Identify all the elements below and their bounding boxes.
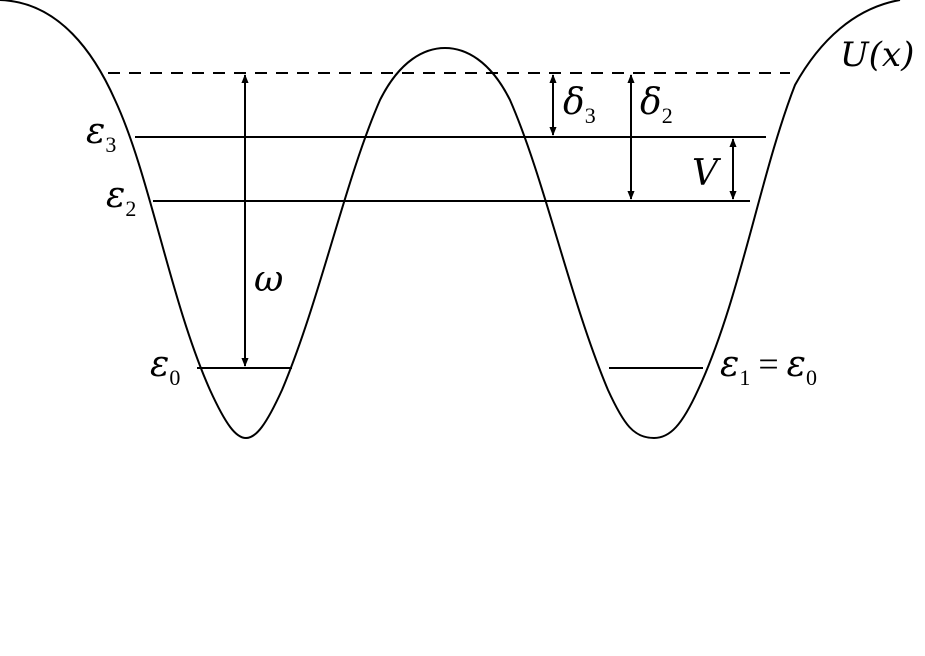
curve-label: U(x) <box>840 35 914 75</box>
delta2-label: δ2 <box>640 82 673 128</box>
level-e3-label: ε3 <box>86 111 116 157</box>
delta3-label: δ3 <box>563 82 596 128</box>
omega-label: ω <box>254 259 283 300</box>
level-e1-label: ε1=ε0 <box>720 344 817 390</box>
level-e0-label: ε0 <box>150 344 180 390</box>
potential-curve <box>0 0 901 440</box>
level-e2-label: ε2 <box>106 175 136 221</box>
v-gap-label: V <box>692 153 722 194</box>
